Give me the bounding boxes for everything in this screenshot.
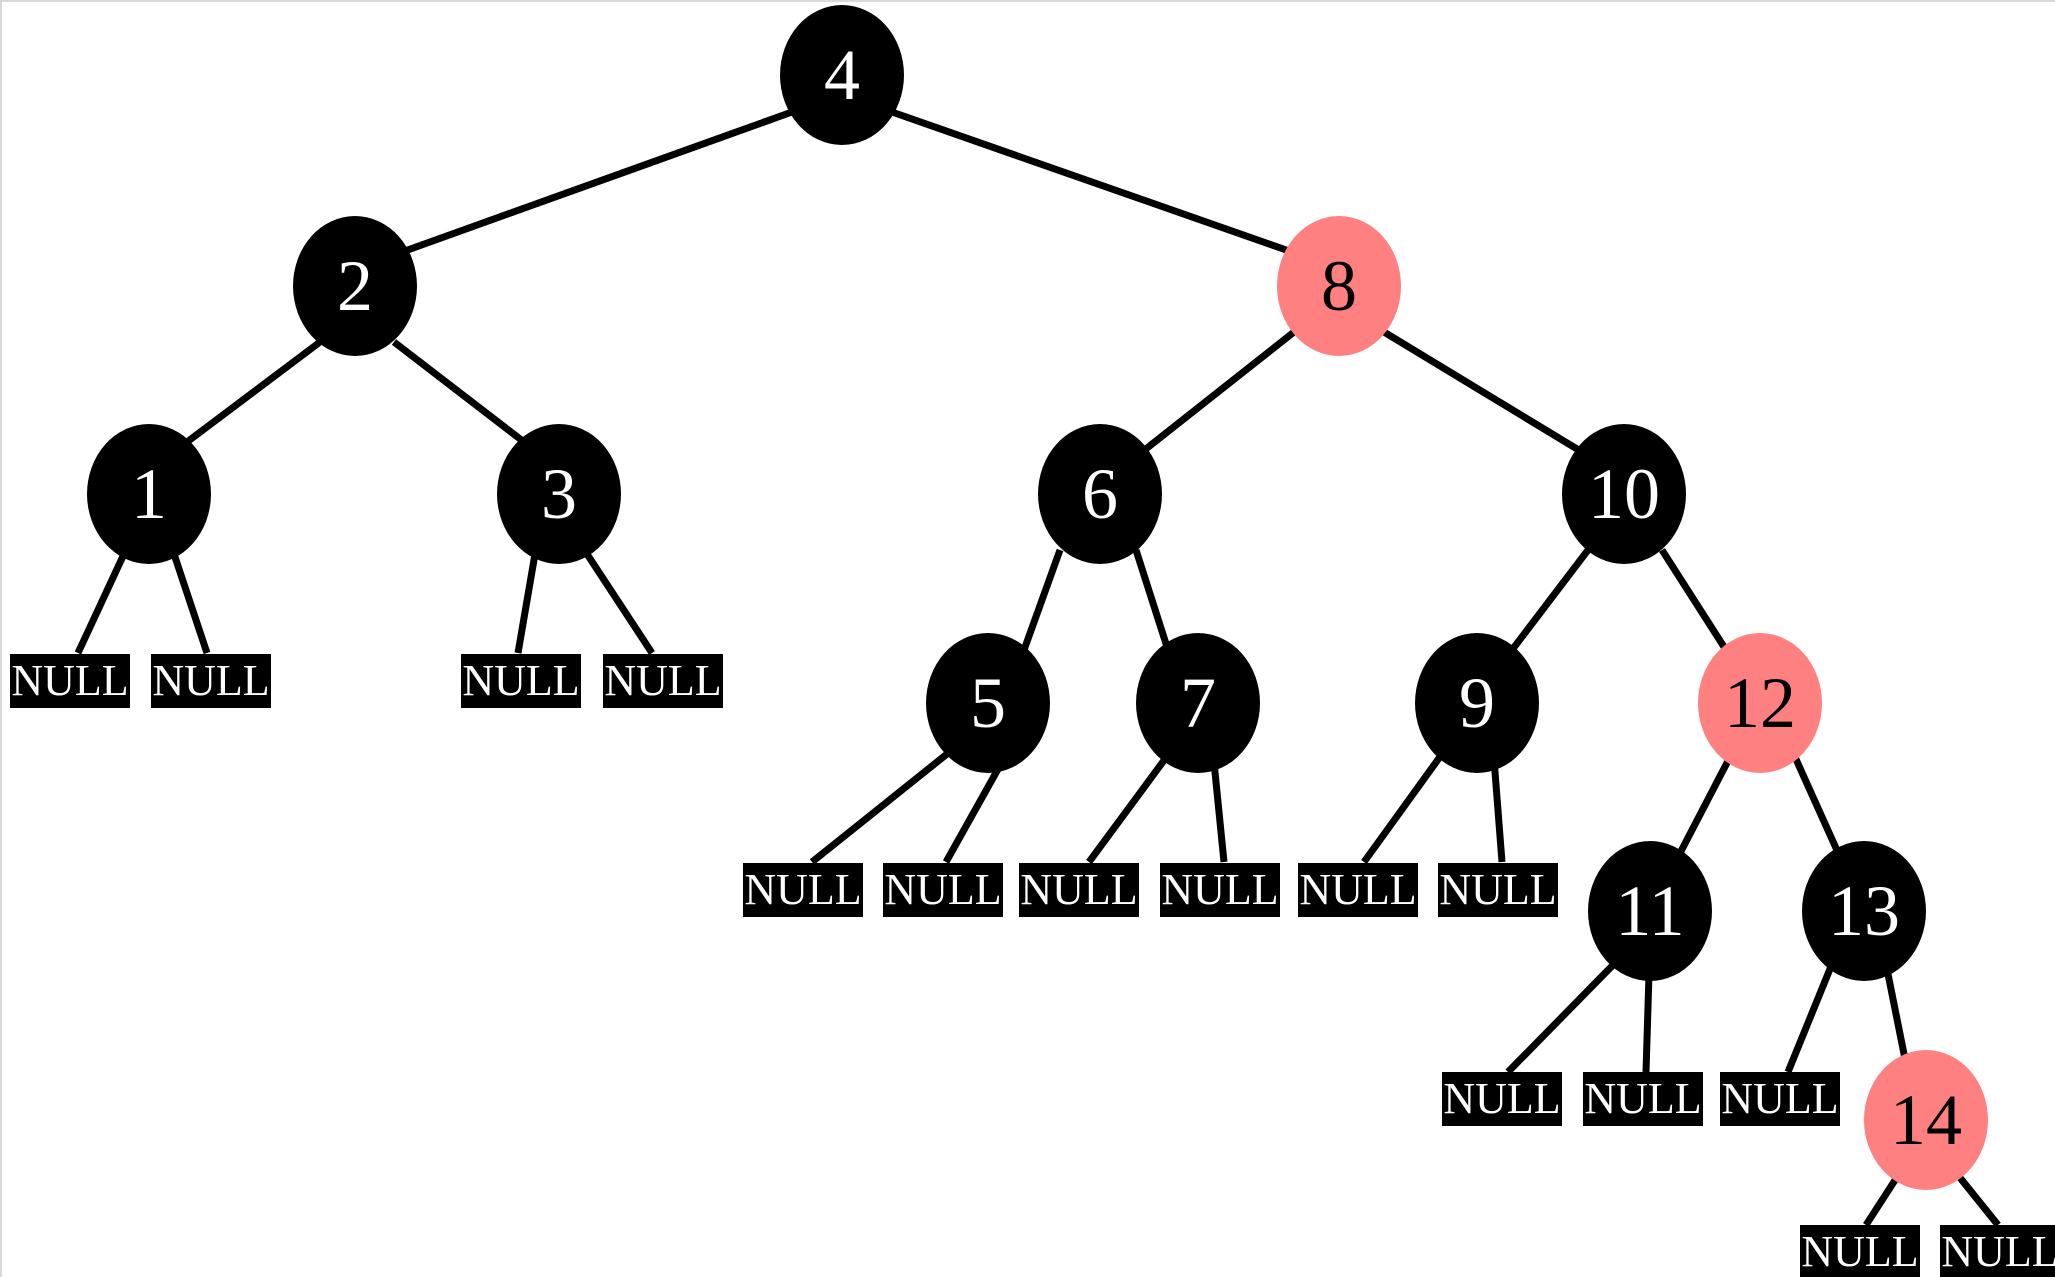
tree-edge-n7-z8 <box>1210 761 1228 863</box>
tree-node-label: 2 <box>337 246 373 326</box>
tree-null-leaf-label: NULL <box>1299 865 1417 914</box>
tree-edge-n11-z12 <box>1642 973 1653 1073</box>
tree-node-9[interactable]: 9 <box>1415 633 1539 773</box>
tree-null-leaf-label: NULL <box>1801 1227 1919 1276</box>
tree-edge-n10-n12 <box>1659 548 1729 652</box>
tree-node-label: 4 <box>824 35 860 115</box>
tree-edge-n6-n7 <box>1132 548 1172 652</box>
tree-node-3[interactable]: 3 <box>497 424 621 564</box>
tree-node-13[interactable]: 13 <box>1802 841 1926 981</box>
tree-null-leaf[interactable]: NULL <box>883 863 1003 917</box>
tree-edge-n1-z1 <box>74 552 128 655</box>
tree-null-leaf[interactable]: NULL <box>1298 863 1418 917</box>
tree-null-leaf[interactable]: NULL <box>151 654 271 708</box>
tree-null-leaf-label: NULL <box>1443 1074 1561 1123</box>
tree-node-label: 7 <box>1180 663 1216 743</box>
tree-node-label: 10 <box>1588 454 1660 534</box>
tree-node-7[interactable]: 7 <box>1136 633 1260 773</box>
tree-null-leaf[interactable]: NULL <box>10 654 130 708</box>
tree-edge-n13-n14 <box>1882 963 1910 1065</box>
tree-edge-n11-z11 <box>1505 961 1617 1075</box>
tree-node-label: 1 <box>131 454 167 534</box>
tree-edge-n7-z7 <box>1086 756 1168 865</box>
tree-node-label: 12 <box>1724 663 1796 743</box>
tree-null-leaf-label: NULL <box>1721 1074 1839 1123</box>
tree-node-8[interactable]: 8 <box>1277 216 1401 356</box>
tree-edge-n6-n5 <box>1020 548 1064 652</box>
tree-null-leaf[interactable]: NULL <box>1583 1072 1703 1126</box>
tree-node-12[interactable]: 12 <box>1698 633 1822 773</box>
tree-node-2[interactable]: 2 <box>293 216 417 356</box>
tree-edge-n14-z15 <box>1954 1171 2001 1228</box>
tree-edge-n14-z14 <box>1863 1172 1902 1227</box>
tree-edge-n2-n1 <box>184 339 323 445</box>
tree-null-leaf-label: NULL <box>152 656 270 705</box>
tree-node-14[interactable]: 14 <box>1864 1050 1988 1190</box>
tree-edge-n12-n13 <box>1791 755 1844 859</box>
tree-null-leaf[interactable]: NULL <box>1438 863 1558 917</box>
tree-edge-n9-z10 <box>1490 758 1506 863</box>
tree-null-leaf-label: NULL <box>884 865 1002 914</box>
tree-null-leaf-label: NULL <box>1161 865 1279 914</box>
tree-null-leaf-label: NULL <box>1584 1074 1702 1123</box>
tree-edge-n4-n8 <box>890 108 1294 256</box>
tree-null-leaf-label: NULL <box>462 656 580 705</box>
tree-node-5[interactable]: 5 <box>926 633 1050 773</box>
tree-edge-n9-z9 <box>1361 751 1445 865</box>
tree-null-leaf[interactable]: NULL <box>1442 1072 1562 1126</box>
tree-edge-n8-n6 <box>1139 329 1297 455</box>
tree-node-6[interactable]: 6 <box>1038 424 1162 564</box>
tree-node-1[interactable]: 1 <box>87 424 211 564</box>
tree-node-label: 5 <box>970 663 1006 743</box>
tree-null-leaf[interactable]: NULL <box>461 654 581 708</box>
tree-null-leaf-label: NULL <box>1020 865 1138 914</box>
tree-null-leaf-label: NULL <box>1439 865 1557 914</box>
tree-null-leaf[interactable]: NULL <box>1940 1225 2055 1277</box>
tree-edge-n2-n3 <box>391 339 527 445</box>
tree-null-leaf[interactable]: NULL <box>603 654 723 708</box>
tree-edge-n5-z6 <box>942 760 1006 864</box>
tree-edge-n13-z13 <box>1784 962 1836 1074</box>
tree-node-10[interactable]: 10 <box>1562 424 1686 564</box>
tree-edge-n1-z2 <box>170 552 211 655</box>
tree-node-label: 13 <box>1828 871 1900 951</box>
tree-node-label: 9 <box>1459 663 1495 743</box>
tree-edge-n3-z3 <box>514 553 539 654</box>
tree-node-label: 11 <box>1615 871 1685 951</box>
tree-edge-n3-z4 <box>584 552 655 655</box>
tree-null-leaf[interactable]: NULL <box>1720 1072 1840 1126</box>
tree-node-label: 8 <box>1321 246 1357 326</box>
tree-node-4[interactable]: 4 <box>780 5 904 145</box>
tree-null-leaf-label: NULL <box>744 865 862 914</box>
tree-edge-n10-n9 <box>1509 547 1591 653</box>
tree-null-leaf[interactable]: NULL <box>1160 863 1280 917</box>
tree-null-leaf-label: NULL <box>1941 1227 2055 1276</box>
tree-node-label: 6 <box>1082 454 1118 534</box>
tree-edge-n4-n2 <box>400 108 794 256</box>
tree-node-11[interactable]: 11 <box>1588 841 1712 981</box>
tree-edge-n12-n11 <box>1674 755 1734 859</box>
tree-null-leaf[interactable]: NULL <box>1019 863 1139 917</box>
tree-node-label: 14 <box>1890 1080 1962 1160</box>
tree-null-leaf[interactable]: NULL <box>1800 1225 1920 1277</box>
tree-null-leaf-label: NULL <box>604 656 722 705</box>
tree-null-leaf-label: NULL <box>11 656 129 705</box>
tree-edge-n8-n10 <box>1382 329 1584 455</box>
tree-edge-n5-z5 <box>809 751 950 865</box>
tree-node-label: 3 <box>541 454 577 534</box>
tree-null-leaf[interactable]: NULL <box>743 863 863 917</box>
